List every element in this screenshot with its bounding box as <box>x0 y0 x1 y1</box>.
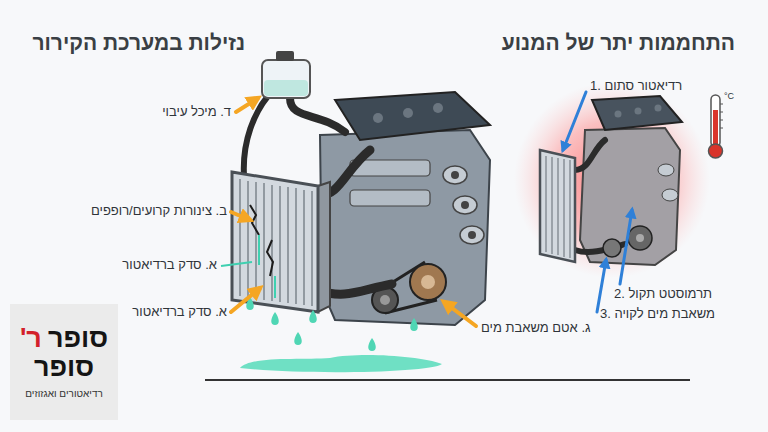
coolant-drops <box>368 338 376 351</box>
part-label: ד. מיכל עיבוי <box>162 104 231 120</box>
part-label: ג. אטם משאבת מים <box>481 320 591 336</box>
orange-pointers <box>444 302 476 326</box>
left-engine-block <box>350 190 430 206</box>
left-pulleys <box>421 275 435 289</box>
right-engine <box>658 164 674 176</box>
left-hoses <box>244 96 268 176</box>
part-label: א. סדק ברדיאטור <box>122 257 217 273</box>
thermometer-icon <box>709 95 724 158</box>
logo-panel: סופרר'סופר רדיאטורים ואגזוזים <box>10 304 118 420</box>
left-engine-block <box>443 166 467 184</box>
left-engine-block <box>403 108 413 118</box>
left-radiator <box>318 182 330 312</box>
left-engine-block <box>451 171 459 179</box>
logo-word: ר' <box>20 323 42 353</box>
orange-pointers <box>231 98 476 326</box>
coolant-reservoir <box>262 51 310 98</box>
left-engine-block <box>453 196 477 214</box>
logo-word: סופר <box>48 323 108 353</box>
coolant-drops <box>309 310 317 323</box>
left-engine-block <box>461 201 469 209</box>
coolant-drops <box>240 297 442 372</box>
section-title: נזילות במערכת הקירור <box>32 30 245 55</box>
left-radiator <box>267 240 273 276</box>
right-engine <box>575 140 625 252</box>
right-engine <box>635 108 642 115</box>
right-engine <box>592 96 682 130</box>
right-engine <box>615 111 622 118</box>
logo-line: רדיאטורים ואגזוזים <box>25 383 103 401</box>
logo-tagline: רדיאטורים ואגזוזים <box>25 388 103 399</box>
logo-line: סופר <box>34 353 94 383</box>
right-engine <box>628 226 652 250</box>
left-radiator <box>240 179 312 306</box>
right-engine <box>655 105 662 112</box>
left-pulleys <box>380 295 390 305</box>
cause-label: 3. משאבת מים לקויה <box>600 306 715 322</box>
part-label: ב. צינורות קרועים/רופפים <box>91 203 227 219</box>
left-pulleys <box>410 264 446 300</box>
thermometer-icon <box>709 144 723 158</box>
left-hoses <box>290 98 345 132</box>
right-radiator <box>540 150 575 262</box>
thermometer-icon <box>720 104 723 128</box>
right-engine <box>662 189 678 201</box>
blue-pointers <box>563 92 632 312</box>
blue-pointers <box>620 210 632 284</box>
logo-word: סופר <box>34 352 94 382</box>
leader-line <box>221 262 252 266</box>
thermometer-icon <box>711 95 720 147</box>
heat-glow <box>514 82 710 278</box>
orange-pointers <box>236 98 258 112</box>
thermometer-icon <box>713 110 718 148</box>
left-engine-block <box>335 92 490 140</box>
logo-line: סופרר' <box>20 324 108 354</box>
left-engine-block <box>460 226 484 244</box>
coolant-reservoir <box>264 80 308 96</box>
coolant-reservoir <box>262 60 310 98</box>
left-radiator <box>232 172 330 312</box>
coolant-drops <box>240 355 442 372</box>
unit-label: °C <box>724 91 734 102</box>
cause-label: 1. רדיאטור סתום <box>590 78 682 94</box>
right-engine <box>636 234 644 242</box>
right-radiator <box>546 156 570 258</box>
orange-pointers <box>231 288 260 312</box>
part-label: א. סדק ברדיאטור <box>132 304 227 320</box>
blue-pointers <box>563 92 586 150</box>
left-engine-block <box>373 113 383 123</box>
left-radiator <box>232 172 318 312</box>
right-radiator <box>540 150 575 262</box>
right-engine <box>603 239 621 257</box>
blue-pointers <box>597 260 606 312</box>
coolant-drops <box>410 318 418 331</box>
orange-pointers <box>231 212 250 220</box>
left-engine-block <box>468 231 476 239</box>
cause-label: 2. תרמוסטט תקול <box>614 286 712 302</box>
coolant-reservoir <box>276 51 294 61</box>
left-engine-block <box>433 103 443 113</box>
coolant-drops <box>271 312 279 325</box>
coolant-drops <box>294 332 302 345</box>
section-title: התחממות יתר של המנוע <box>502 30 735 55</box>
ground-line <box>205 379 690 381</box>
